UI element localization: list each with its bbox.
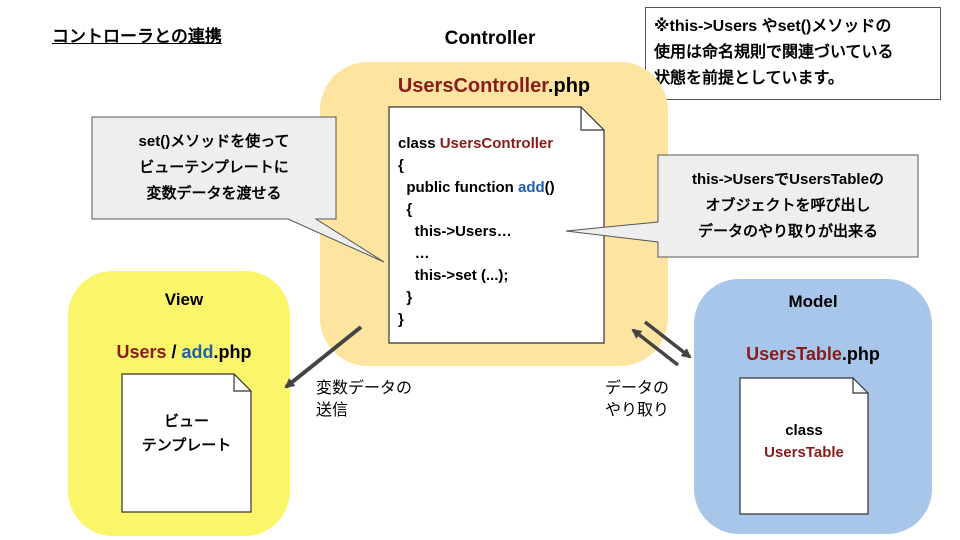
controller-file-name: UsersController.php	[320, 75, 668, 98]
view-arrow-label-line-2: 送信	[316, 402, 349, 419]
view-document	[121, 373, 252, 513]
view-arrow-label: 変数データの 送信	[316, 378, 412, 422]
view-doc-line-1: ビュー	[163, 413, 209, 430]
arrow-to-view	[284, 325, 363, 389]
model-arrow-label-line-2: やり取り	[605, 402, 670, 419]
model-file-name: UsersTable.php	[694, 344, 932, 365]
left-callout-text: set()メソッドを使って ビューテンプレートに 変数データを渡せる	[92, 129, 336, 207]
model-arrow-label: データの やり取り	[605, 378, 669, 422]
view-doc-line-2: テンプレート	[141, 437, 232, 454]
left-callout-shape	[91, 116, 385, 263]
model-document-text: class UsersTable	[740, 420, 868, 464]
code-function-line: public function add()	[398, 177, 555, 199]
view-arrow-label-line-1: 変数データの	[316, 380, 413, 397]
note-line-2: 使用は命名規則で関連づいている	[654, 44, 894, 61]
controller-file-ext: .php	[547, 75, 591, 97]
left-callout-line-1: set()メソッドを使って	[138, 133, 290, 150]
code-function-parens: ()	[544, 179, 555, 196]
code-open-brace: {	[398, 157, 404, 174]
model-heading: Model	[788, 292, 838, 311]
code-function-open: {	[398, 201, 413, 218]
code-dots-line: …	[398, 245, 430, 262]
view-file-sep: /	[166, 342, 182, 362]
left-callout-line-3: 変数データを渡せる	[146, 185, 282, 202]
view-document-text: ビュー テンプレート	[122, 410, 251, 458]
controller-document	[388, 106, 605, 344]
view-file-name: Users / add.php	[68, 342, 300, 363]
view-file-ext: .php	[213, 342, 252, 362]
right-callout-line-2: オブジェクトを呼び出し	[705, 197, 871, 214]
model-doc-class-name: UsersTable	[764, 444, 844, 461]
controller-file-base: UsersController	[397, 75, 548, 97]
right-callout-line-3: データのやり取りが出来る	[697, 223, 878, 240]
view-file-base: add	[181, 342, 214, 362]
code-function-keyword: public function	[398, 179, 518, 196]
model-document	[739, 377, 869, 515]
model-arrow-label-line-1: データの	[605, 380, 670, 397]
left-callout-line-2: ビューテンプレートに	[139, 159, 289, 176]
page-title: コントローラとの連携	[52, 27, 222, 46]
right-callout-shape	[565, 154, 919, 258]
code-set-line: this->set (...);	[398, 267, 509, 284]
note-line-1: ※this->Users やset()メソッドの	[654, 18, 892, 35]
right-callout-line-1: this->UsersでUsersTableの	[692, 171, 884, 188]
arrow-controller-to-model	[643, 320, 692, 359]
model-file-ext: .php	[841, 344, 880, 364]
code-users-line: this->Users…	[398, 223, 512, 240]
controller-heading: Controller	[444, 28, 536, 49]
code-close-brace: }	[398, 311, 404, 328]
code-class-name: UsersController	[439, 135, 554, 152]
code-class-line: class UsersController	[398, 133, 555, 155]
model-doc-keyword: class	[785, 422, 823, 439]
naming-convention-note: ※this->Users やset()メソッドの 使用は命名規則で関連づいている…	[645, 7, 941, 100]
view-file-dir: Users	[116, 342, 167, 362]
controller-code: class UsersController { public function …	[398, 133, 555, 331]
view-heading: View	[164, 290, 204, 309]
code-function-name: add	[518, 179, 545, 196]
arrow-model-to-controller	[631, 328, 680, 367]
model-file-base: UsersTable	[746, 344, 842, 364]
code-function-close: }	[398, 289, 413, 306]
code-class-keyword: class	[398, 135, 440, 152]
right-callout-text: this->UsersでUsersTableの オブジェクトを呼び出し データの…	[658, 167, 918, 245]
note-line-3: 状態を前提としています。	[654, 70, 844, 87]
